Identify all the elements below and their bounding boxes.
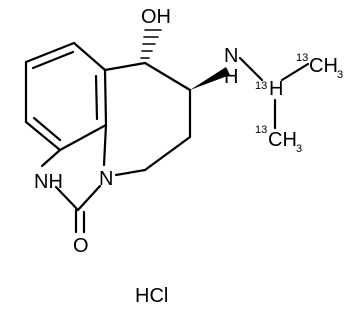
wedge-bond-nh (190, 67, 230, 90)
isopropyl-group (238, 56, 310, 130)
bond-ch2-n (114, 168, 147, 177)
carbonyl-o-label: O (73, 235, 89, 257)
bond-n-carbonyl (76, 184, 102, 212)
amine-h-label: H (224, 66, 238, 88)
bond-choh-chn (143, 61, 192, 92)
bond-nh-ch (238, 56, 264, 82)
bond-nh-c-ring (40, 148, 62, 168)
methyl-top-label: CH (309, 55, 338, 77)
bond-benzene-3-inner (94, 74, 99, 121)
bond-n-c-ring (102, 123, 108, 167)
bond-benzene-1-inner (31, 50, 75, 70)
methine-h-label: H (269, 78, 283, 100)
salt-label: HCl (135, 285, 168, 307)
amine-n-label: N (224, 45, 238, 67)
ring-n-label: N (99, 168, 113, 190)
bond-benzene-5-inner (32, 116, 62, 142)
hydroxyl-label: OH (141, 6, 171, 28)
bond-benzene-3 (103, 68, 108, 127)
methyl-bottom-label: CH (268, 129, 297, 151)
methine-isotope-label: 13 (255, 80, 267, 92)
azepine-ring (103, 61, 192, 177)
bond-ch-ch3-top (280, 62, 310, 82)
bond-benzene-4 (58, 123, 108, 152)
benzene-ring (24, 41, 108, 152)
methyl-bottom-subscript: 3 (296, 143, 302, 155)
bond-benzene-1 (24, 41, 76, 64)
bond-benzene-5 (24, 120, 62, 152)
bond-ch2-ch2 (143, 135, 192, 172)
bond-c-choh (103, 61, 147, 72)
bond-benzene-2 (72, 41, 107, 72)
ring-nh-label: NH (34, 171, 63, 193)
methyl-bottom-isotope-label: 13 (255, 124, 267, 136)
methyl-top-subscript: 3 (337, 69, 343, 81)
methyl-top-isotope-label: 13 (296, 52, 308, 64)
imidazolone-ring (40, 123, 108, 234)
hashed-bond-oh (140, 29, 162, 59)
bond-carbonyl-nh (54, 185, 80, 212)
